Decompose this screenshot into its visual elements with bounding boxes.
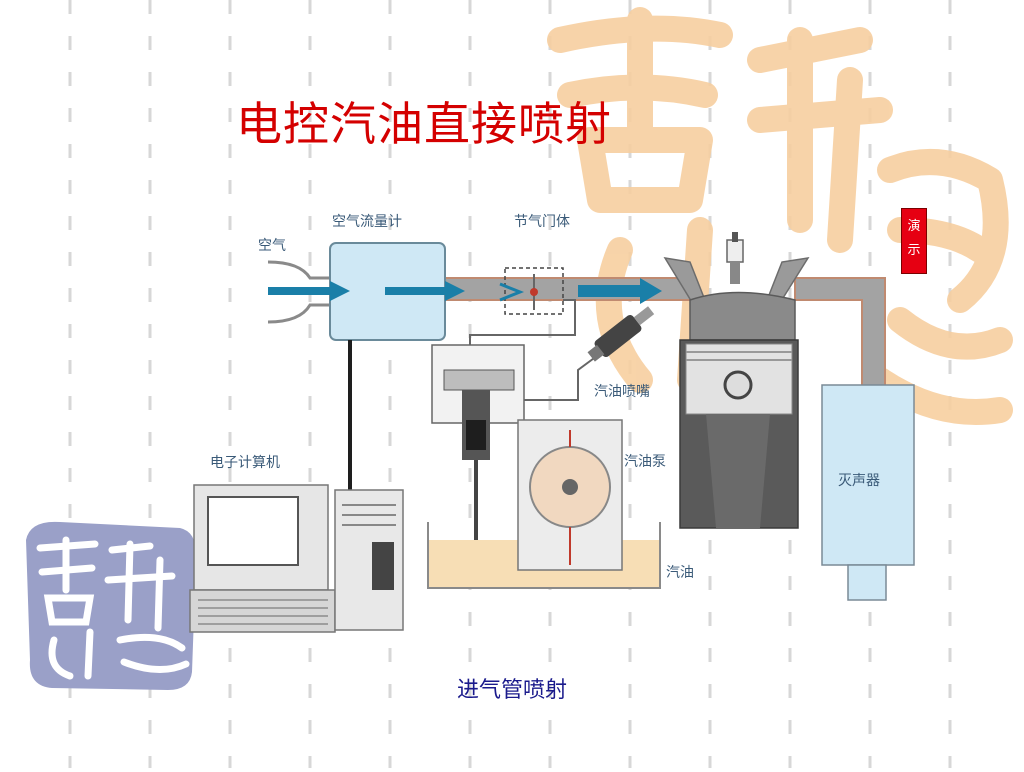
label-air-flow-meter: 空气流量计 [332, 214, 402, 230]
muffler [821, 384, 915, 601]
exhaust-pipe [794, 277, 886, 396]
spark-plug [726, 232, 744, 284]
fuel-injector [587, 306, 655, 362]
flow-arrows [268, 278, 662, 304]
computer [189, 484, 404, 633]
decorative-seal-small [26, 521, 197, 690]
cylinder-head [689, 291, 796, 341]
decorative-seal-large [547, 7, 1013, 425]
label-throttle-valve: 节气门体 [514, 214, 570, 230]
engine-diagram: 空气 空气流量计 节气门体 汽油喷嘴 汽油泵 汽油 灭声器 电子计算机 [189, 214, 915, 633]
diagram-labels: 空气 空气流量计 节气门体 汽油喷嘴 汽油泵 汽油 灭声器 电子计算机 [210, 214, 880, 581]
demo-button[interactable]: 演示 [901, 208, 927, 274]
label-air: 空气 [258, 238, 286, 254]
caption: 进气管喷射 [456, 678, 567, 703]
throttle-body [469, 267, 576, 348]
label-fuel-pump: 汽油泵 [624, 454, 666, 470]
air-inlet [267, 260, 332, 324]
label-muffler: 灭声器 [838, 473, 880, 489]
label-fuel: 汽油 [666, 565, 694, 581]
fuel-pump [517, 419, 623, 571]
label-fuel-injector: 汽油喷嘴 [594, 384, 650, 400]
page-title: 电控汽油直接喷射 [236, 97, 612, 151]
label-computer: 电子计算机 [210, 455, 280, 471]
pressure-regulator [431, 344, 606, 460]
cylinder [679, 339, 799, 529]
